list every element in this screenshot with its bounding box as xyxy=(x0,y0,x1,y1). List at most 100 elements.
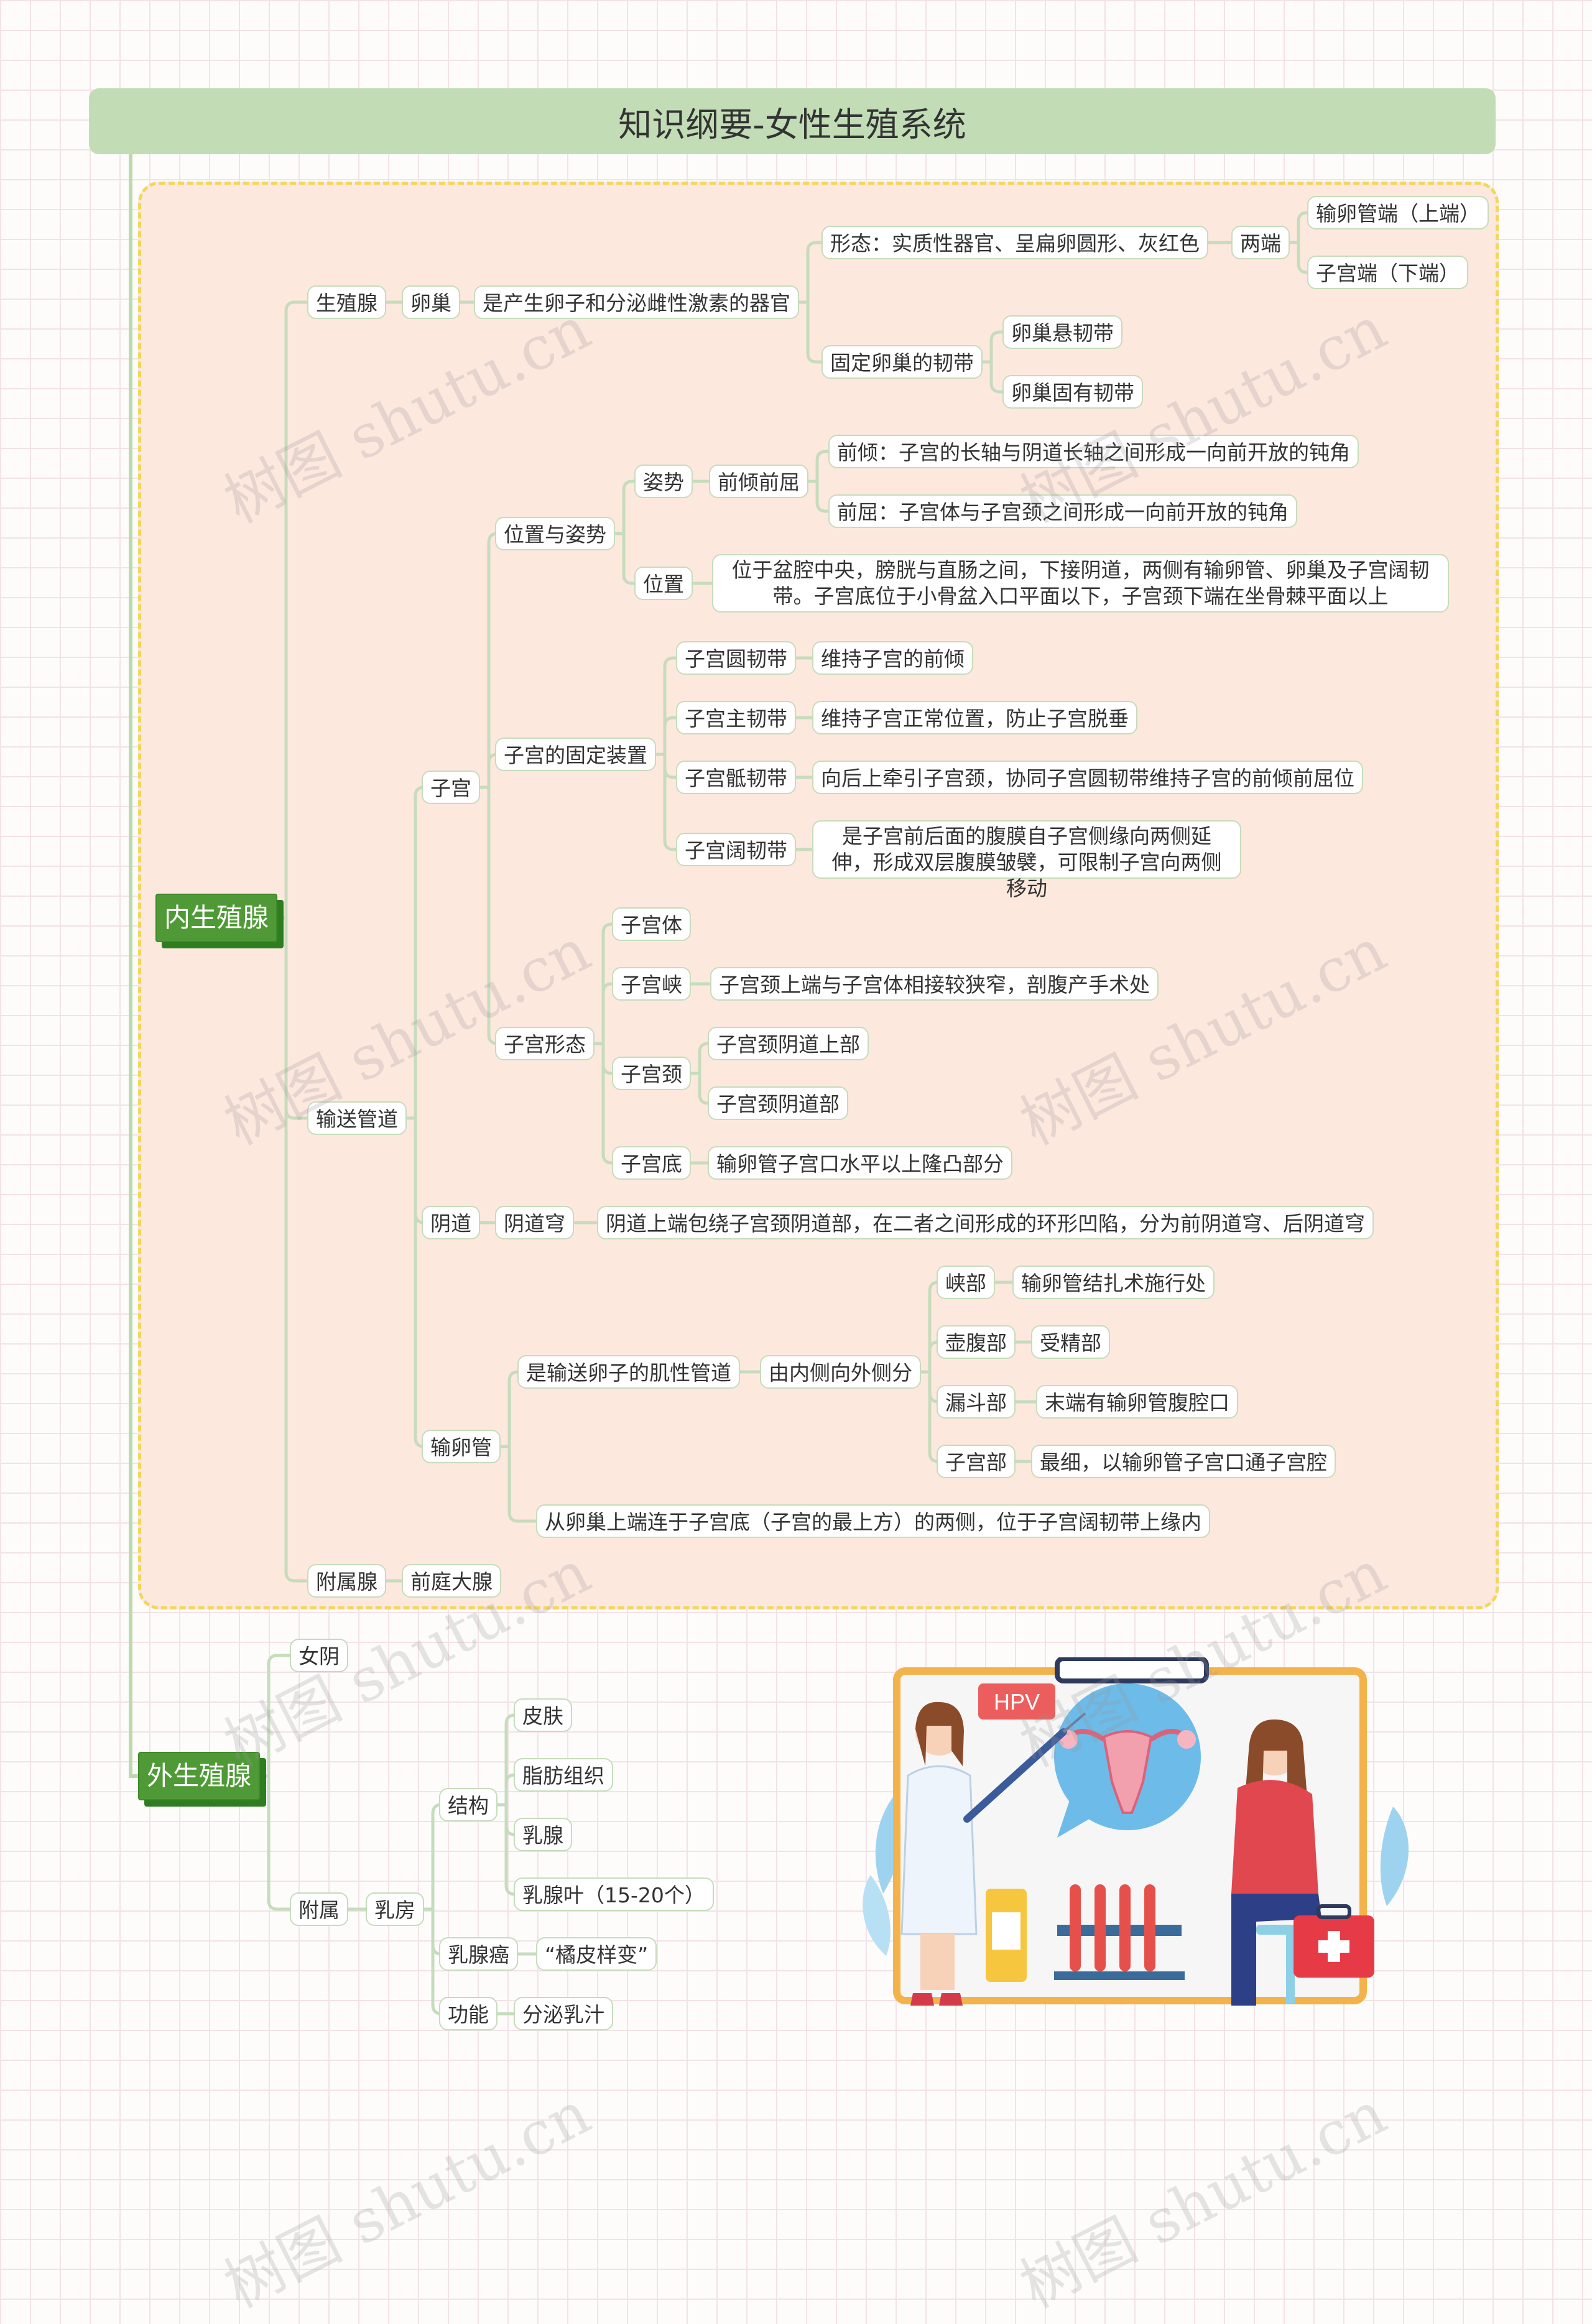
vaginal-fornix-description-node[interactable]: 阴道上端包绕子宫颈阴道部，在二者之间形成的环形凹陷，分为前阴道穹、后阴道穹 xyxy=(597,1206,1374,1239)
vestibular-gland-node[interactable]: 前庭大腺 xyxy=(402,1564,501,1598)
ovary-definition-node[interactable]: 是产生卵子和分泌雌性激素的器官 xyxy=(474,285,799,319)
ampulla-description-node[interactable]: 受精部 xyxy=(1031,1325,1110,1359)
title-to-outer-line xyxy=(129,152,140,1778)
breast-node[interactable]: 乳房 xyxy=(366,1892,424,1926)
fallopian-tube-node[interactable]: 输卵管 xyxy=(422,1430,501,1463)
vulva-node[interactable]: 女阴 xyxy=(290,1639,348,1672)
suspensory-ligament-node[interactable]: 卵巢悬韧带 xyxy=(1002,315,1122,349)
anteflexion-node[interactable]: 前屈：子宫体与子宫颈之间形成一向前开放的钝角 xyxy=(828,494,1297,528)
proper-ligament-node[interactable]: 卵巢固有韧带 xyxy=(1002,375,1143,409)
lactation-node[interactable]: 分泌乳汁 xyxy=(514,1997,613,2030)
uterus-node[interactable]: 子宫 xyxy=(422,771,480,804)
ampulla-node[interactable]: 壶腹部 xyxy=(937,1325,1016,1359)
inner-genitals-node[interactable]: 内生殖腺 xyxy=(155,894,278,942)
doctor-shoes xyxy=(910,1993,963,2006)
anteversion-node[interactable]: 前倾：子宫的长轴与阴道长轴之间形成一向前开放的钝角 xyxy=(828,435,1359,468)
uterine-isthmus-node[interactable]: 子宫峡 xyxy=(612,967,691,1001)
connector-cervix-cervix_vag xyxy=(689,1072,710,1105)
outer-genitals-node[interactable]: 外生殖腺 xyxy=(138,1752,261,1800)
gonad-node[interactable]: 生殖腺 xyxy=(307,285,386,319)
infundibulum-node[interactable]: 漏斗部 xyxy=(937,1385,1016,1419)
fat-tissue-node[interactable]: 脂肪组织 xyxy=(514,1758,613,1792)
hpv-sign xyxy=(978,1683,1055,1720)
ovary-shape-node[interactable]: 形态：实质性器官、呈扁卵圆形、灰红色 xyxy=(821,226,1208,259)
connector-structure-fat xyxy=(496,1773,516,1807)
connector-breast-structure xyxy=(422,1803,442,1911)
breast-function-node[interactable]: 功能 xyxy=(439,1997,497,2030)
ovary-right xyxy=(1177,1730,1196,1749)
connector-ovary_ligaments-suspensory_lig xyxy=(981,330,1004,364)
test-tube-3 xyxy=(1119,1884,1131,1971)
connector-structure-lobes xyxy=(496,1803,516,1896)
patient-hair xyxy=(1245,1719,1307,1797)
orange-peel-node[interactable]: “橘皮样变” xyxy=(536,1937,657,1971)
uterus-shape-node[interactable]: 子宫形态 xyxy=(495,1027,595,1060)
accessory-gland-node[interactable]: 附属腺 xyxy=(307,1564,386,1598)
anteversion-flexion-node[interactable]: 前倾前屈 xyxy=(709,465,808,498)
connector-uterus_fixation-cardinal_lig xyxy=(654,716,678,756)
test-tube-4 xyxy=(1144,1884,1155,1971)
breast-cancer-node[interactable]: 乳腺癌 xyxy=(439,1937,518,1971)
cervix-node[interactable]: 子宫颈 xyxy=(612,1057,691,1090)
transport-duct-node[interactable]: 输送管道 xyxy=(307,1101,407,1135)
connector-ovary_def-ovary_shape xyxy=(797,241,823,304)
broad-ligament-function-node[interactable]: 是子宫前后面的腹膜自子宫侧缘向两侧延伸，形成双层腹膜皱襞，可限制子宫向两侧移动 xyxy=(812,820,1241,900)
uterine-end-node[interactable]: 子宫端（下端） xyxy=(1307,256,1468,289)
fundus-description-node[interactable]: 输卵管子宫口水平以上隆凸部分 xyxy=(708,1146,1012,1180)
syringe-needle xyxy=(1062,1712,1086,1733)
mind-map-canvas: 知识纲要-女性生殖系统 内生殖腺生殖腺卵巢是产生卵子和分泌雌性激素的器官形态：实… xyxy=(89,88,1499,2322)
location-node[interactable]: 位置 xyxy=(634,567,693,600)
cervix-vaginal-node[interactable]: 子宫颈阴道部 xyxy=(708,1086,848,1120)
uterus-icon xyxy=(1102,1730,1153,1814)
test-tube-1 xyxy=(1070,1884,1081,1971)
ovary-node[interactable]: 卵巢 xyxy=(402,285,460,319)
tube-isthmus-description-node[interactable]: 输卵管结扎术施行处 xyxy=(1012,1266,1215,1299)
connector-tube-tube_muscular xyxy=(499,1370,519,1448)
round-ligament-node[interactable]: 子宫圆韧带 xyxy=(676,641,796,675)
tube-uterine-part-node[interactable]: 子宫部 xyxy=(937,1445,1016,1478)
clipboard-clip xyxy=(1055,1657,1209,1683)
infundibulum-description-node[interactable]: 末端有输卵管腹腔口 xyxy=(1036,1385,1238,1419)
cardinal-ligament-function-node[interactable]: 维持子宫正常位置，防止子宫脱垂 xyxy=(812,701,1137,734)
connector-cervix-cervix_supravag xyxy=(689,1042,710,1075)
broad-ligament-node[interactable]: 子宫阔韧带 xyxy=(676,833,796,866)
doctor-hair xyxy=(915,1701,964,1766)
sacral-ligament-node[interactable]: 子宫骶韧带 xyxy=(676,761,796,794)
tube-isthmus-node[interactable]: 峡部 xyxy=(937,1266,995,1299)
tube-order-node[interactable]: 由内侧向外侧分 xyxy=(760,1355,921,1389)
connector-tube_order-uterine_part xyxy=(919,1370,939,1463)
connector-outer_genitals-appendage xyxy=(258,1774,292,1911)
uterus-body-node[interactable]: 子宫体 xyxy=(612,907,691,941)
connector-lines xyxy=(129,152,1309,2016)
cervix-supravaginal-node[interactable]: 子宫颈阴道上部 xyxy=(708,1027,869,1060)
location-description-node[interactable]: 位于盆腔中央，膀胱与直肠之间，下接阴道，两侧有输卵管、卵巢及子宫阔韧带。子宫底位… xyxy=(712,554,1449,613)
appendage-node[interactable]: 附属 xyxy=(290,1892,348,1926)
cardinal-ligament-node[interactable]: 子宫主韧带 xyxy=(676,701,796,734)
round-ligament-function-node[interactable]: 维持子宫的前倾 xyxy=(812,641,973,675)
doctor-coat xyxy=(900,1765,978,1935)
tube-muscular-node[interactable]: 是输送卵子的肌性管道 xyxy=(517,1355,740,1389)
tubal-end-node[interactable]: 输卵管端（上端） xyxy=(1307,196,1489,229)
skin-node[interactable]: 皮肤 xyxy=(514,1698,572,1732)
breast-structure-node[interactable]: 结构 xyxy=(439,1788,497,1822)
vaginal-fornix-node[interactable]: 阴道穹 xyxy=(495,1206,574,1239)
two-ends-node[interactable]: 两端 xyxy=(1231,226,1290,259)
connector-anteversion_flexion-anteversion xyxy=(807,450,830,483)
uterus-fixation-node[interactable]: 子宫的固定装置 xyxy=(495,738,656,771)
tube-uterine-part-description-node[interactable]: 最细，以输卵管子宫口通子宫腔 xyxy=(1031,1445,1336,1478)
vagina-node[interactable]: 阴道 xyxy=(422,1206,480,1239)
posture-node[interactable]: 姿势 xyxy=(634,465,693,498)
uterus-bubble-tail xyxy=(1057,1800,1094,1838)
fundus-node[interactable]: 子宫底 xyxy=(612,1146,691,1180)
uterine-isthmus-description-node[interactable]: 子宫颈上端与子宫体相接较狭窄，剖腹产手术处 xyxy=(710,967,1159,1001)
mammary-gland-node[interactable]: 乳腺 xyxy=(514,1818,572,1851)
ovary-ligaments-node[interactable]: 固定卵巢的韧带 xyxy=(821,345,983,379)
connector-uterus_shape-isthmus xyxy=(593,982,614,1045)
mammary-lobes-node[interactable]: 乳腺叶（15-20个） xyxy=(514,1877,714,1911)
tube-course-node[interactable]: 从卵巢上端连于子宫底（子宫的最上方）的两侧，位于子宫阔韧带上缘内 xyxy=(536,1504,1210,1538)
hpv-vaccine-illustration: HPV xyxy=(863,1657,1409,2006)
position-posture-node[interactable]: 位置与姿势 xyxy=(495,517,615,550)
patient-shirt xyxy=(1231,1780,1318,1894)
connector-position_posture-location xyxy=(613,532,636,585)
sacral-ligament-function-node[interactable]: 向后上牵引子宫颈，协同子宫圆韧带维持子宫的前倾前屈位 xyxy=(812,761,1363,794)
